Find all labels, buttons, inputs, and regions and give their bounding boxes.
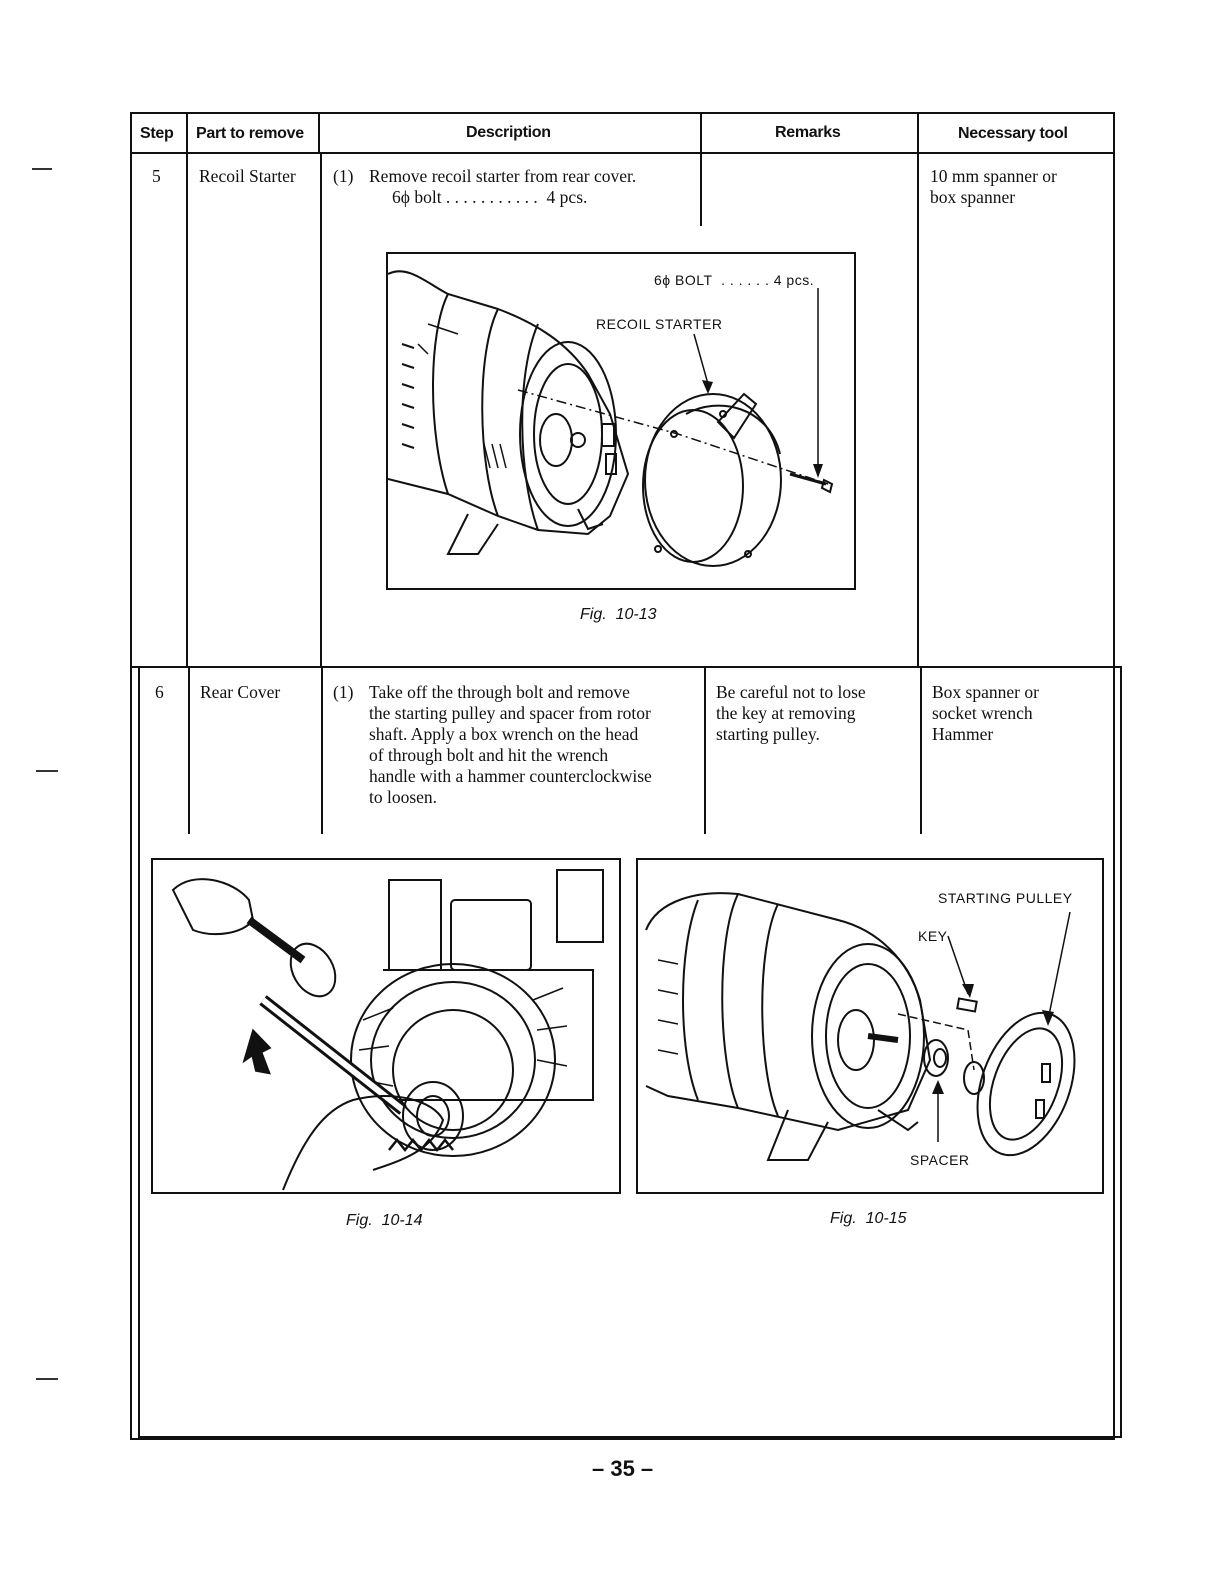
figure-10-15: STARTING PULLEY KEY SPACER [636,858,1104,1194]
col-line [186,112,188,154]
header-tool: Necessary tool [958,125,1068,142]
row6-desc-line: the starting pulley and spacer from roto… [369,703,651,723]
row5-desc-num: (1) [333,166,354,186]
row5-desc-line2: 6ϕ bolt . . . . . . . . . . . 4 pcs. [392,187,588,207]
row6-remarks-line: starting pulley. [716,724,820,744]
fig14-caption: Fig. 10-14 [346,1212,423,1229]
fig15-caption: Fig. 10-15 [830,1210,907,1227]
row6-remarks-line: Be careful not to lose [716,682,866,702]
col-line [700,112,702,226]
row6-remarks-line: the key at removing [716,703,856,723]
header-step: Step [140,125,174,142]
row6-tool-line: socket wrench [932,703,1033,723]
row6-desc-line: shaft. Apply a box wrench on the head [369,724,639,744]
row-separator [130,666,1122,668]
row6-tool-line: Hammer [932,724,994,744]
frame-bottom [138,1436,1122,1438]
row6-desc-line: of through bolt and hit the wrench [369,745,609,765]
header-part: Part to remove [196,125,304,142]
fig15-label-pulley: STARTING PULLEY [938,890,1073,906]
hammer-wrench-illustration [171,869,604,1191]
row5-tool-line1: 10 mm spanner or [930,166,1057,186]
figure-10-14 [151,858,621,1194]
fig15-label-key: KEY [918,928,948,944]
page-number: – 35 – [592,1456,654,1481]
row6-tool: Box spanner or socket wrench Hammer [932,682,1039,745]
starting-pulley-illustration [645,892,1076,1161]
row6-step: 6 [155,682,164,702]
row5-tool-line2: box spanner [930,187,1016,207]
fig13-caption: Fig. 10-13 [580,606,657,623]
row6-desc-line: to loosen. [369,787,438,807]
fig13-label-bolt: 6ϕ BOLT . . . . . . 4 pcs. [654,272,815,288]
margin-mark [32,168,52,170]
margin-mark [36,1378,58,1380]
frame-right-lower [1120,668,1122,1438]
col-line [321,668,323,834]
header-remarks: Remarks [775,124,841,141]
col-line [704,668,706,834]
col-line [320,152,322,668]
row6-tool-line: Box spanner or [932,682,1039,702]
col-line [186,152,188,668]
header-description: Description [466,124,551,141]
recoil-starter-illustration [388,270,834,567]
header-bottom-line [130,152,1113,154]
table-frame [130,112,1115,1440]
row5-step: 5 [152,166,161,186]
row5-part: Recoil Starter [199,166,296,186]
row6-desc-line: handle with a hammer counterclockwise [369,766,652,786]
col-line [920,668,922,834]
row5-desc-line1: Remove recoil starter from rear cover. [369,166,637,186]
col-line [917,112,919,668]
row6-desc-text: Take off the through bolt and remove the… [369,682,652,808]
row6-part: Rear Cover [200,682,281,702]
col-line [318,112,320,154]
fig13-label-recoil: RECOIL STARTER [596,316,723,332]
row6-remarks: Be careful not to lose the key at removi… [716,682,866,745]
figure-10-13: 6ϕ BOLT . . . . . . 4 pcs. RECOIL STARTE… [386,252,856,590]
row6-desc-num: (1) [333,682,354,702]
fig15-label-spacer: SPACER [910,1152,970,1168]
row6-desc-line: Take off the through bolt and remove [369,682,630,702]
col-line [188,668,190,834]
margin-mark [36,770,58,772]
frame-left-lower [138,668,140,1438]
